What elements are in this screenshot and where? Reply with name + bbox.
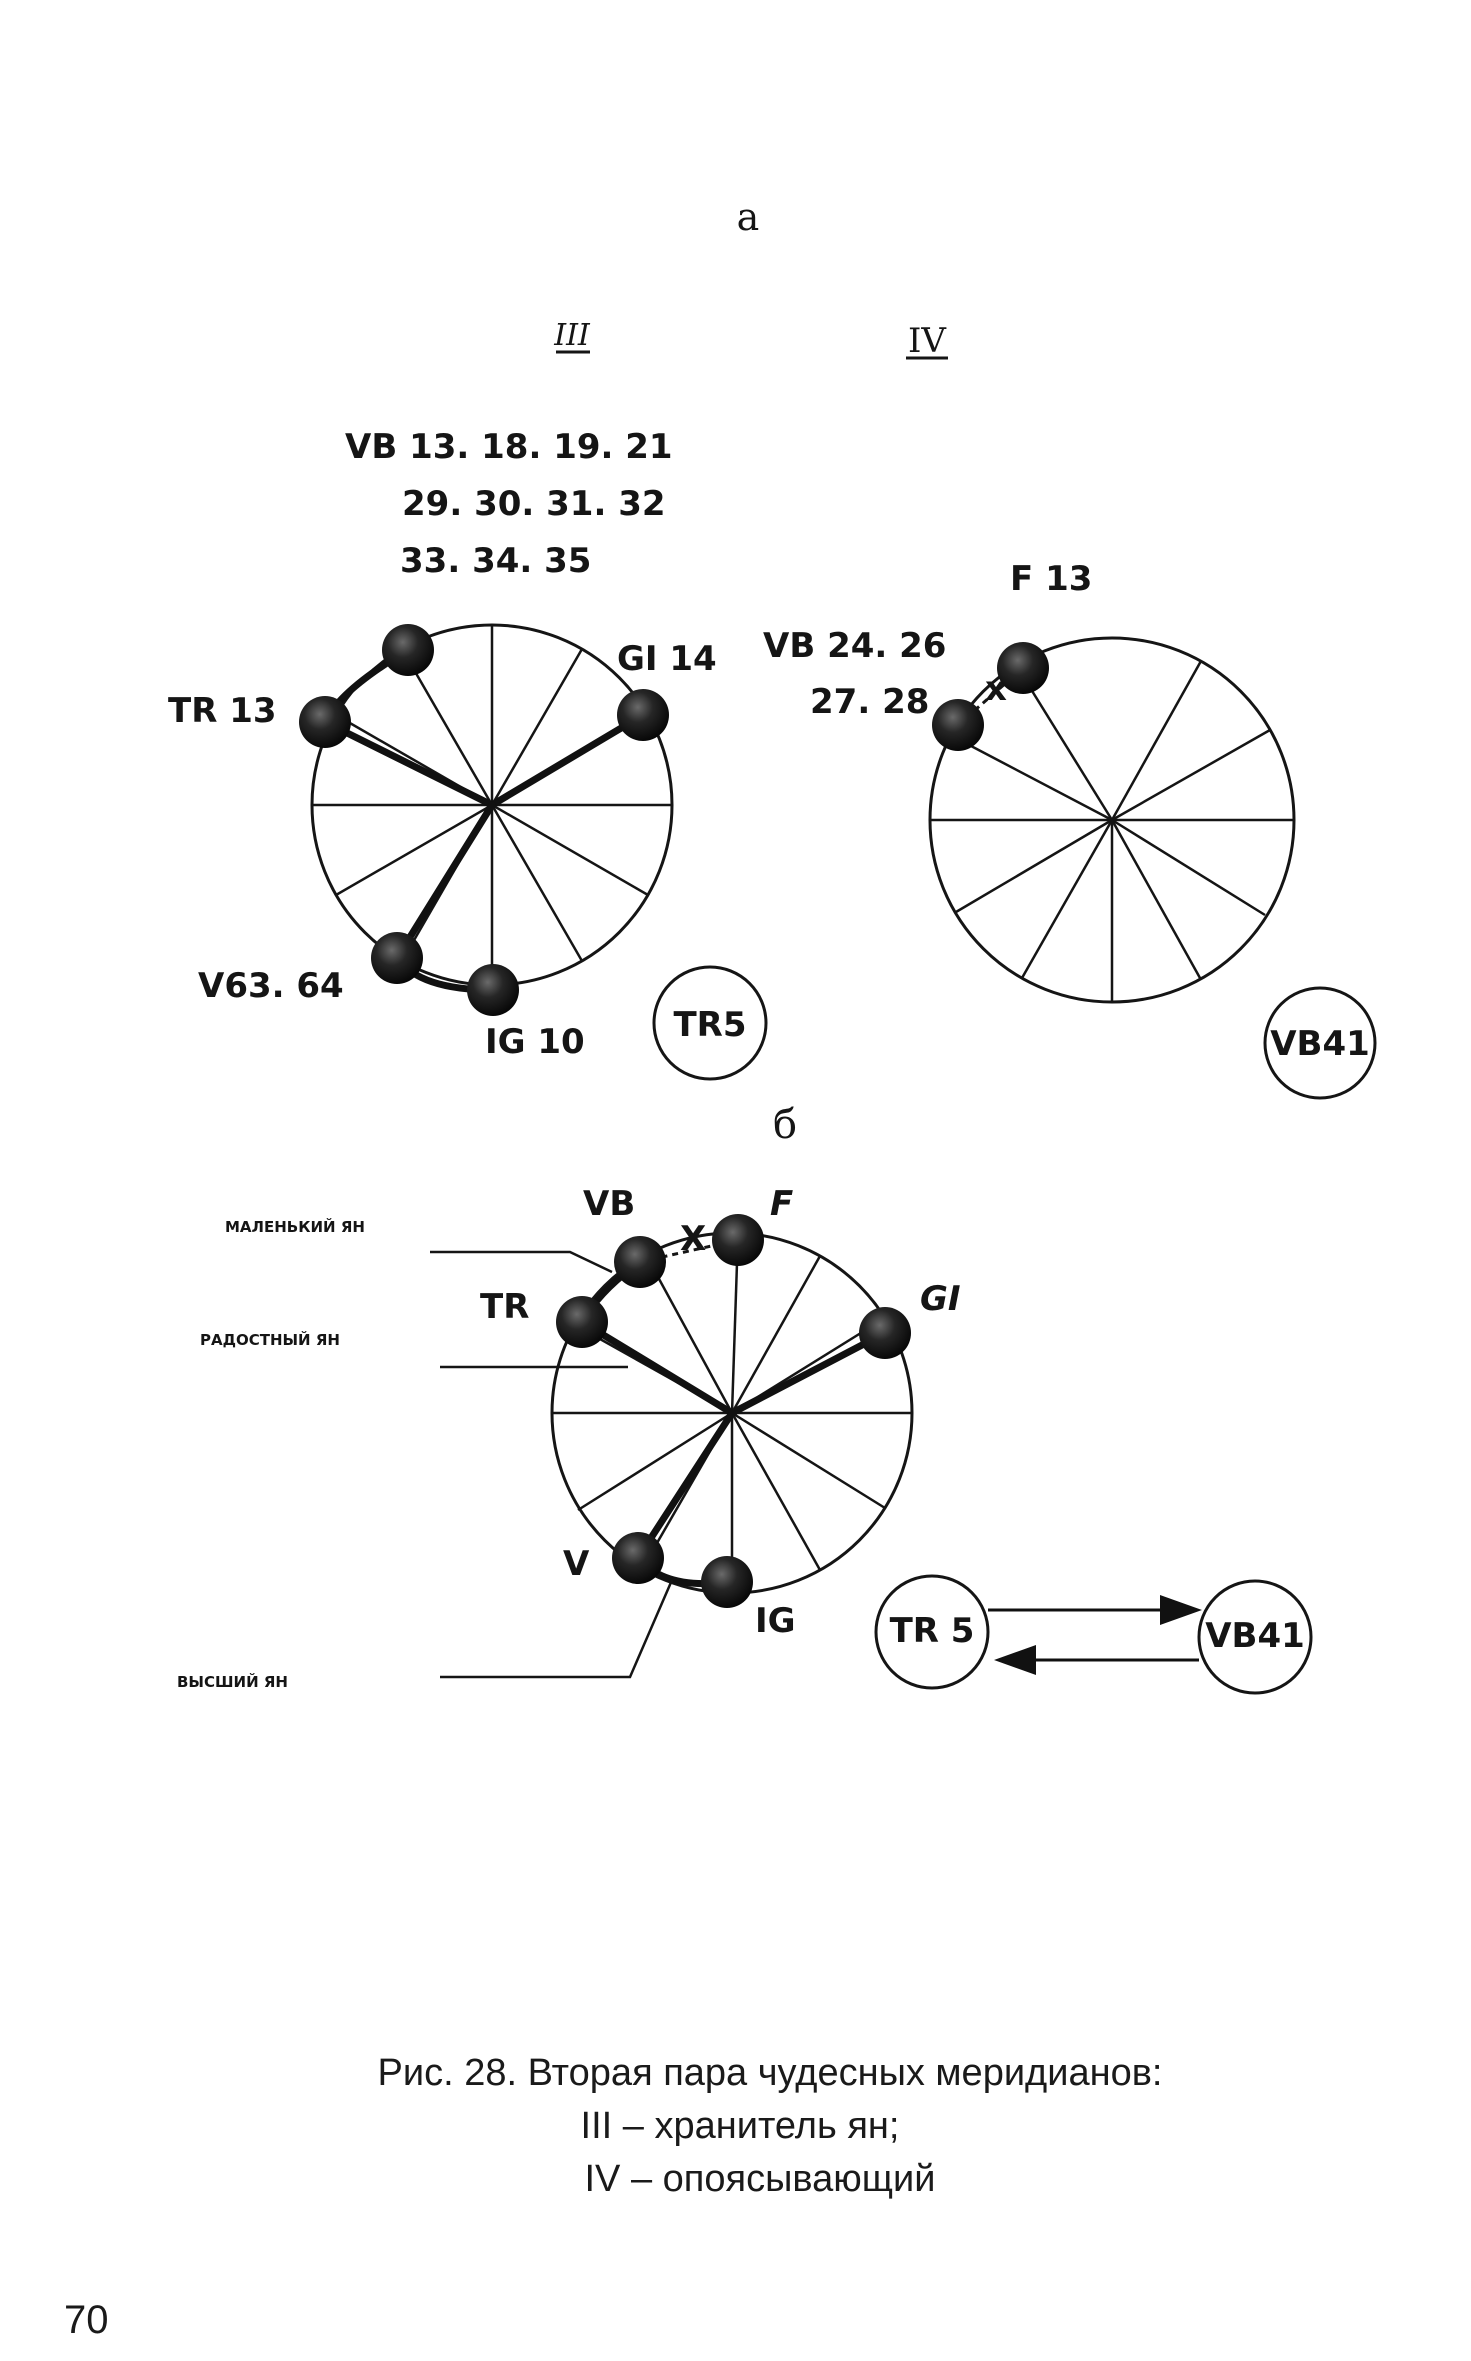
diagram-iv: F 13 VB 24. 26 27. 28 x VB41 <box>763 559 1377 1100</box>
tr5-circle-label: TR5 <box>673 1005 746 1045</box>
point-ball-ig10 <box>467 964 519 1016</box>
tr5-circle <box>652 965 768 1081</box>
label-gi14: GI 14 <box>617 639 717 679</box>
points-text-line3: 33. 34. 35 <box>400 541 591 581</box>
section-label-a: а <box>737 195 760 239</box>
roman-numeral-iii: III <box>553 318 591 354</box>
point-ball-vb <box>614 1236 666 1288</box>
clock-spokes <box>930 660 1294 1002</box>
label-vb: VB <box>583 1184 635 1224</box>
point-ball-vb <box>932 699 984 751</box>
label-v: V <box>563 1544 590 1584</box>
point-ball-tr <box>556 1296 608 1348</box>
page-number: 70 <box>64 2298 109 2342</box>
svg-text:IV: IV <box>908 321 947 361</box>
annotation-high-yang: ВЫСШИЙ ЯН <box>177 1672 288 1691</box>
flow-circle-tr5-label: TR 5 <box>890 1611 975 1651</box>
annotation-leaders <box>430 1250 674 1679</box>
section-label-b: б <box>773 1102 797 1148</box>
label-vb27-28: 27. 28 <box>810 682 929 722</box>
point-ball-f <box>712 1214 764 1266</box>
flow-circle-tr5 <box>874 1574 990 1690</box>
annotation-small-yang: МАЛЕНЬКИЙ ЯН <box>225 1217 365 1236</box>
caption-line3: IV – опоясывающий <box>585 2158 936 2200</box>
caption-line2: III – хранитель ян; <box>581 2105 900 2147</box>
points-text-line2: 29. 30. 31. 32 <box>402 484 666 524</box>
point-ball-gi <box>859 1307 911 1359</box>
flow-circle-vb41 <box>1197 1579 1313 1695</box>
caption-line1: Рис. 28. Вторая пара чудесных меридианов… <box>378 2052 1163 2094</box>
diagram-combined: X VB F TR GI V IG МАЛЕНЬКИЙ ЯН РАДОСТНЫЙ… <box>177 1184 1313 1695</box>
roman-numeral-iv: IV <box>906 321 948 361</box>
label-f13: F 13 <box>1010 559 1092 599</box>
label-f: F <box>770 1184 793 1224</box>
figure-caption: Рис. 28. Вторая пара чудесных меридианов… <box>378 2052 1163 2200</box>
vb41-circle-label: VB41 <box>1270 1024 1370 1064</box>
point-ball-tr13 <box>299 696 351 748</box>
annotation-joyful-yang: РАДОСТНЫЙ ЯН <box>200 1330 340 1349</box>
point-ball-v63 <box>371 932 423 984</box>
flow-circle-vb41-label: VB41 <box>1205 1616 1305 1656</box>
label-ig: IG <box>755 1601 796 1641</box>
point-ball-v <box>612 1532 664 1584</box>
label-tr13: TR 13 <box>168 691 277 731</box>
point-ball-gi14 <box>617 689 669 741</box>
points-text-line1: VB 13. 18. 19. 21 <box>345 427 673 467</box>
point-ball-ig <box>701 1556 753 1608</box>
label-gi: GI <box>920 1279 961 1319</box>
diagram-iii: VB 13. 18. 19. 21 29. 30. 31. 32 33. 34.… <box>168 427 768 1081</box>
label-v63-64: V63. 64 <box>198 966 344 1006</box>
vb41-circle <box>1263 986 1377 1100</box>
x-connector-mark: X <box>680 1219 706 1259</box>
point-ball-f13 <box>997 642 1049 694</box>
point-ball-upper <box>382 624 434 676</box>
svg-text:III: III <box>553 318 591 353</box>
label-ig10: IG 10 <box>485 1022 585 1062</box>
label-tr: TR <box>480 1287 529 1327</box>
label-vb24-26: VB 24. 26 <box>763 626 946 666</box>
